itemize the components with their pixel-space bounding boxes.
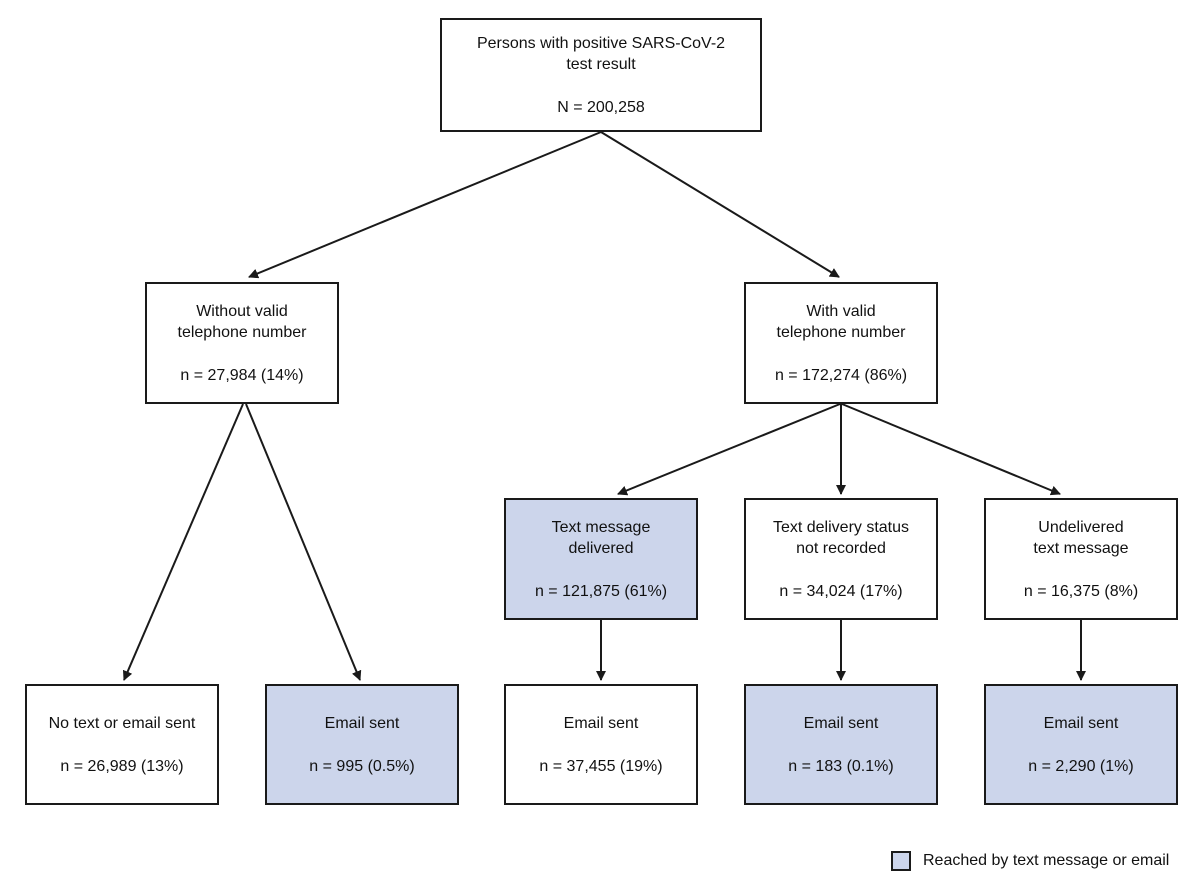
- leaf-node: Email sent n = 2,290 (1%): [984, 684, 1178, 805]
- leaf-node: Email sent n = 37,455 (19%): [504, 684, 698, 805]
- leaf-node: Email sent n = 183 (0.1%): [744, 684, 938, 805]
- with-phone-node: With valid telephone number n = 172,274 …: [744, 282, 938, 404]
- text-delivered-count: n = 121,875 (61%): [534, 582, 668, 600]
- text-not-recorded-label: Text delivery status not recorded: [772, 518, 910, 557]
- leaf-node: Email sent n = 995 (0.5%): [265, 684, 459, 805]
- text-undelivered-label: Undelivered text message: [1033, 518, 1129, 557]
- without-phone-label: Without valid telephone number: [177, 302, 307, 341]
- arrow-with-to-delivered: [617, 403, 841, 496]
- without-phone-node: Without valid telephone number n = 27,98…: [145, 282, 339, 404]
- arrow-root-to-without: [248, 131, 602, 279]
- root-label: Persons with positive SARS-CoV-2 test re…: [476, 34, 726, 73]
- legend: Reached by text message or email: [891, 851, 1169, 871]
- leaf-label: No text or email sent: [48, 714, 196, 732]
- with-phone-count: n = 172,274 (86%): [774, 366, 908, 384]
- legend-swatch: [891, 851, 911, 871]
- arrow-with-to-undelivered: [841, 403, 1061, 496]
- legend-label: Reached by text message or email: [923, 852, 1170, 869]
- text-delivered-label: Text message delivered: [551, 518, 651, 557]
- root-count: N = 200,258: [557, 98, 645, 116]
- arrow-without-to-leaf1: [122, 403, 244, 681]
- text-delivered-node: Text message delivered n = 121,875 (61%): [504, 498, 698, 620]
- leaf-count: n = 37,455 (19%): [539, 757, 663, 775]
- root-node: Persons with positive SARS-CoV-2 test re…: [440, 18, 762, 132]
- text-undelivered-node: Undelivered text message n = 16,375 (8%): [984, 498, 1178, 620]
- leaf-count: n = 995 (0.5%): [309, 757, 415, 775]
- leaf-count: n = 2,290 (1%): [1028, 757, 1134, 775]
- arrow-root-to-with: [600, 131, 840, 278]
- without-phone-count: n = 27,984 (14%): [180, 366, 304, 384]
- leaf-node: No text or email sent n = 26,989 (13%): [25, 684, 219, 805]
- leaf-count: n = 183 (0.1%): [788, 757, 894, 775]
- leaf-label: Email sent: [803, 714, 879, 732]
- text-not-recorded-count: n = 34,024 (17%): [779, 582, 903, 600]
- text-not-recorded-node: Text delivery status not recorded n = 34…: [744, 498, 938, 620]
- leaf-label: Email sent: [1043, 714, 1119, 732]
- arrow-without-to-leaf2: [245, 403, 362, 681]
- with-phone-label: With valid telephone number: [776, 302, 906, 341]
- text-undelivered-count: n = 16,375 (8%): [1023, 582, 1139, 600]
- leaf-count: n = 26,989 (13%): [60, 757, 184, 775]
- leaf-label: Email sent: [563, 714, 639, 732]
- leaf-label: Email sent: [324, 714, 400, 732]
